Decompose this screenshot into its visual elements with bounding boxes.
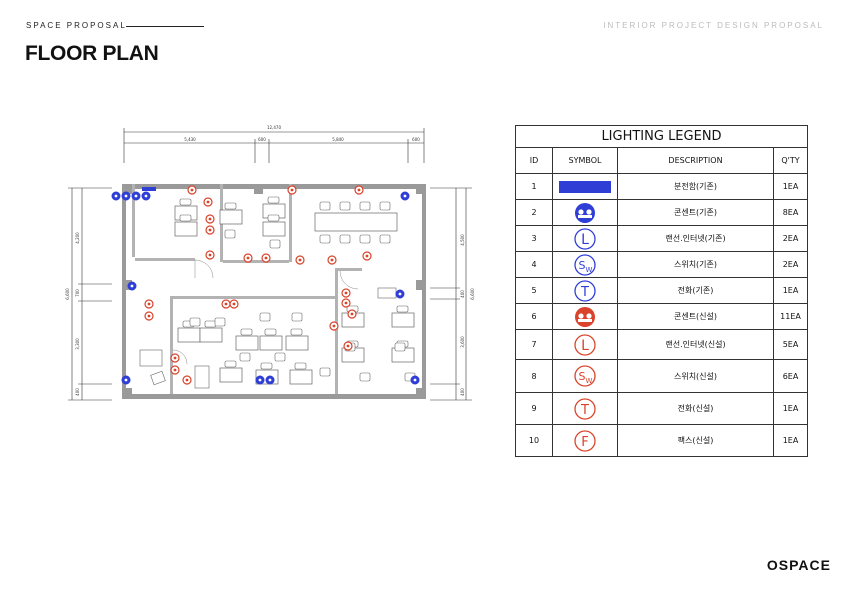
- legend-title: LIGHTING LEGEND: [515, 125, 808, 148]
- legend-description: 전화(신설): [617, 392, 774, 425]
- legend-description: 분전함(기존): [617, 173, 774, 200]
- legend-id: 6: [515, 303, 553, 330]
- svg-text:F: F: [581, 435, 588, 450]
- lan-new-icon: L: [552, 329, 618, 360]
- svg-text:W: W: [586, 377, 593, 385]
- lighting-legend-table: LIGHTING LEGEND ID SYMBOL DESCRIPTION Q'…: [515, 125, 808, 457]
- panel-symbol: [142, 187, 156, 191]
- dim-right-mid: 400: [460, 290, 465, 298]
- dim-right-bottom: 400: [460, 388, 465, 396]
- svg-text:T: T: [580, 285, 589, 300]
- section-kicker: SPACE PROPOSAL: [26, 21, 127, 30]
- dim-width-a: 5,430: [184, 137, 196, 142]
- legend-id: 4: [515, 251, 553, 278]
- legend-description: 전화(기존): [617, 277, 774, 304]
- dim-right-total: 6,600: [470, 288, 475, 300]
- dim-left-mid: 700: [75, 289, 80, 297]
- legend-description: 팩스(신설): [617, 424, 774, 457]
- dim-width-b: 600: [258, 137, 266, 142]
- legend-qty: 5EA: [773, 329, 808, 360]
- legend-row: 9 T 전화(신설) 1EA: [515, 392, 808, 425]
- legend-qty: 2EA: [773, 225, 808, 252]
- legend-id: 5: [515, 277, 553, 304]
- proposal-caption: INTERIOR PROJECT DESIGN PROPOSAL: [603, 21, 824, 30]
- outlet-new-icon: [552, 303, 618, 330]
- legend-header-description: DESCRIPTION: [617, 147, 774, 174]
- legend-qty: 1EA: [773, 392, 808, 425]
- svg-text:S: S: [579, 370, 586, 383]
- svg-text:W: W: [586, 266, 593, 274]
- svg-text:S: S: [579, 259, 586, 272]
- legend-header-symbol: SYMBOL: [552, 147, 618, 174]
- phone-existing-icon: T: [552, 277, 618, 304]
- dim-left-lower: 3,300: [75, 338, 80, 350]
- page-title: FLOOR PLAN: [25, 42, 159, 65]
- legend-id: 8: [515, 359, 553, 393]
- lan-existing-icon: L: [552, 225, 618, 252]
- legend-qty: 6EA: [773, 359, 808, 393]
- legend-header-id: ID: [515, 147, 553, 174]
- legend-row: 7 L 랜선.인터넷(신설) 5EA: [515, 329, 808, 360]
- outlet-existing-icon: [552, 199, 618, 226]
- legend-description: 스위치(기존): [617, 251, 774, 278]
- legend-row: 6 콘센트(신설) 11EA: [515, 303, 808, 330]
- legend-id: 9: [515, 392, 553, 425]
- legend-row: 1 분전함(기존) 1EA: [515, 173, 808, 200]
- legend-row: 3 L 랜선.인터넷(기존) 2EA: [515, 225, 808, 252]
- legend-description: 랜선.인터넷(신설): [617, 329, 774, 360]
- floor-plan-drawing: 12,470 5,430 600 5,840 600 4,200 6,600 7…: [65, 125, 475, 401]
- legend-id: 3: [515, 225, 553, 252]
- legend-description: 랜선.인터넷(기존): [617, 225, 774, 252]
- phone-new-icon: T: [552, 392, 618, 425]
- legend-id: 10: [515, 424, 553, 457]
- dim-left-upper: 4,200: [75, 232, 80, 244]
- dim-total-width: 12,470: [267, 125, 281, 130]
- dim-width-d: 600: [412, 137, 420, 142]
- kicker-rule: [126, 26, 204, 27]
- legend-qty: 1EA: [773, 173, 808, 200]
- legend-qty: 2EA: [773, 251, 808, 278]
- svg-text:L: L: [581, 338, 589, 354]
- legend-description: 스위치(신설): [617, 359, 774, 393]
- legend-header-qty: Q'TY: [773, 147, 808, 174]
- legend-row: 10 F 팩스(신설) 1EA: [515, 424, 808, 457]
- legend-id: 2: [515, 199, 553, 226]
- svg-text:L: L: [581, 232, 589, 248]
- legend-qty: 1EA: [773, 277, 808, 304]
- svg-text:T: T: [580, 403, 589, 418]
- dim-left-bottom: 400: [75, 388, 80, 396]
- dim-left-total: 6,600: [65, 288, 70, 300]
- legend-id: 7: [515, 329, 553, 360]
- legend-qty: 1EA: [773, 424, 808, 457]
- legend-description: 콘센트(기존): [617, 199, 774, 226]
- dim-right-upper: 4,500: [460, 234, 465, 246]
- panel-existing-icon: [552, 173, 618, 200]
- fax-new-icon: F: [552, 424, 618, 457]
- legend-row: 5 T 전화(기존) 1EA: [515, 277, 808, 304]
- legend-row: 2 콘센트(기존) 8EA: [515, 199, 808, 226]
- legend-qty: 8EA: [773, 199, 808, 226]
- legend-qty: 11EA: [773, 303, 808, 330]
- ospace-logo: OSPACE: [766, 557, 831, 573]
- legend-description: 콘센트(신설): [617, 303, 774, 330]
- dim-right-lower: 3,600: [460, 336, 465, 348]
- legend-id: 1: [515, 173, 553, 200]
- dim-width-c: 5,840: [332, 137, 344, 142]
